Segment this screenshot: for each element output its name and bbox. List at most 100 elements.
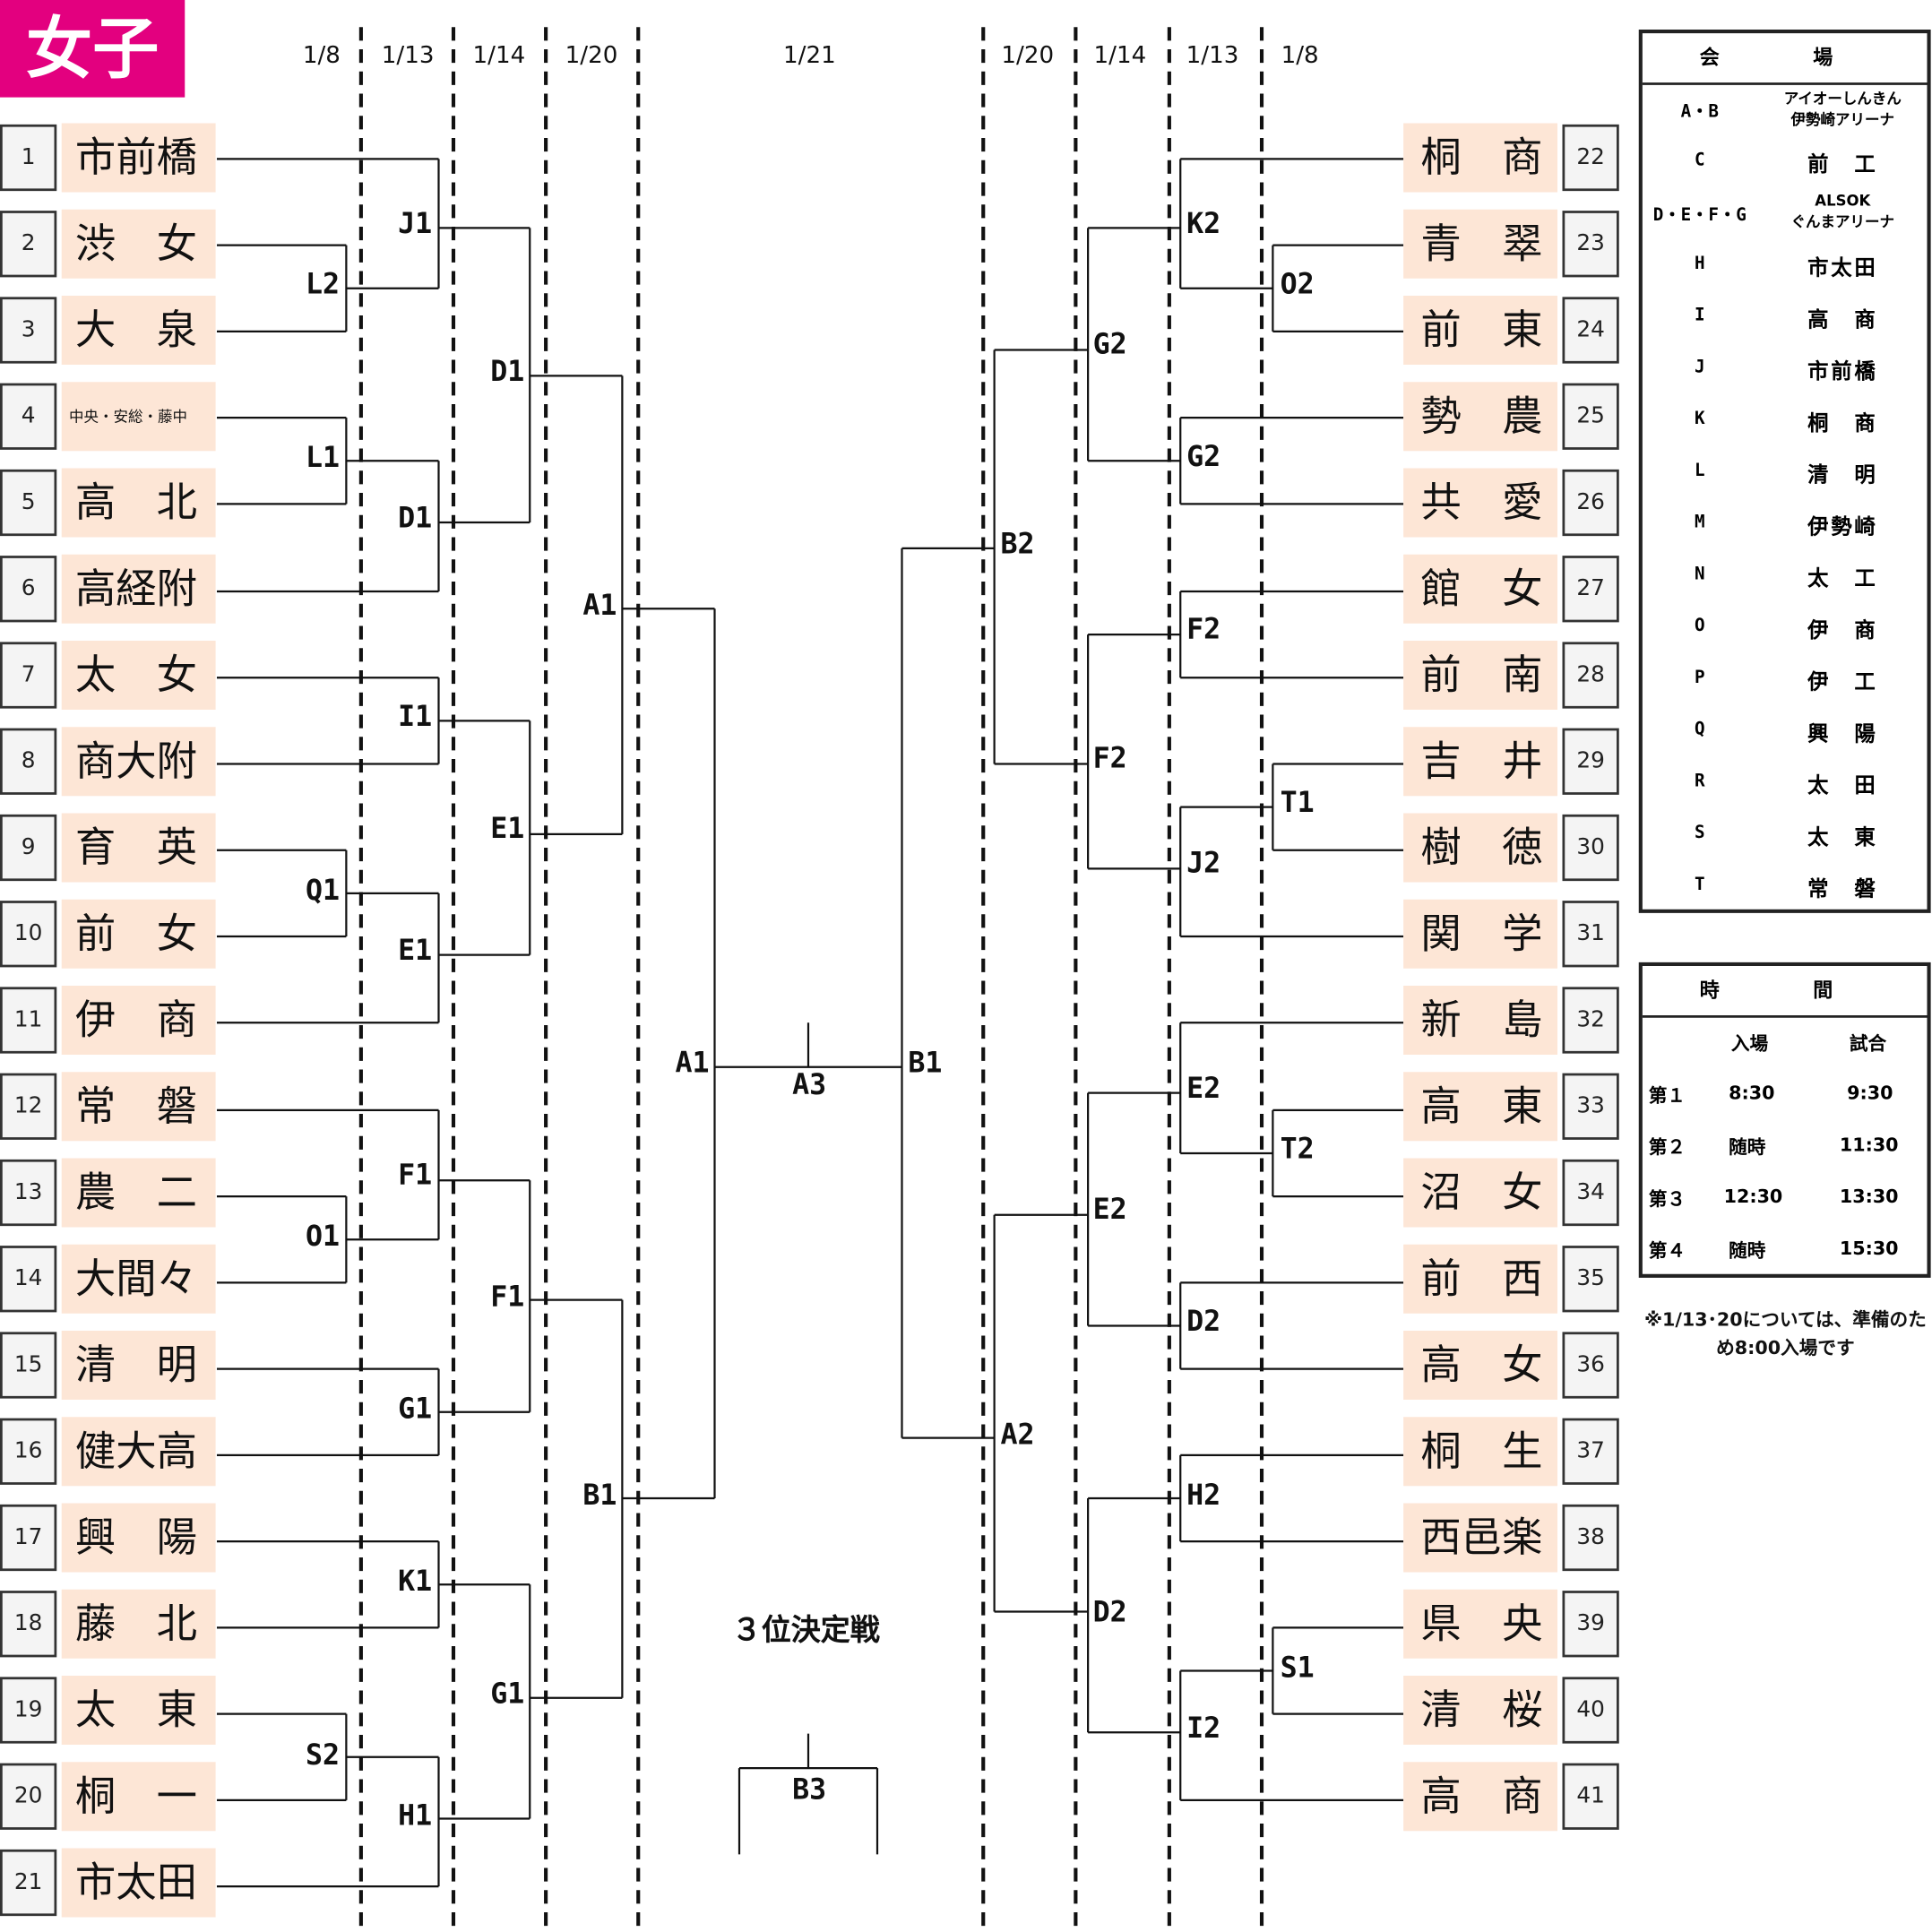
time-match: 9:30	[1847, 1082, 1893, 1104]
team-name: 沼 女	[1403, 1158, 1557, 1228]
match-label: E2	[1091, 1194, 1129, 1227]
team-name: 高 女	[1403, 1331, 1557, 1400]
team-number: 9	[0, 814, 57, 882]
team-number: 2	[0, 211, 57, 278]
team-number: 5	[0, 469, 57, 537]
team-number: 38	[1562, 1504, 1619, 1572]
time-entry: 随時	[1729, 1239, 1766, 1262]
venue-name: 太 工	[1807, 566, 1878, 592]
time-entry: 8:30	[1729, 1082, 1775, 1104]
note-text: ※1/13･20については、準備のため8:00入場です	[1643, 1308, 1927, 1359]
team-name: 高 商	[1403, 1762, 1557, 1832]
venue-name: 太 東	[1807, 825, 1878, 850]
team-name: 市太田	[61, 1848, 216, 1918]
match-label: K1	[396, 1565, 434, 1599]
time-col-entry: 入場	[1730, 1032, 1769, 1055]
team-name: 大間々	[61, 1244, 216, 1314]
match-label: G1	[488, 1678, 526, 1711]
match-label: D2	[1185, 1306, 1222, 1339]
team-number: 29	[1562, 728, 1619, 795]
venue-name: 清 明	[1807, 463, 1878, 488]
match-label: K2	[1185, 208, 1222, 241]
team-name: 中央・安総・藤中	[61, 382, 216, 452]
team-number: 33	[1562, 1073, 1619, 1140]
match-label: T1	[1279, 787, 1316, 820]
match-label: Q1	[304, 875, 341, 907]
team-name: 勢 農	[1403, 382, 1557, 452]
team-name: 樹 徳	[1403, 813, 1557, 883]
date-right-r2: 1/13	[1186, 41, 1239, 69]
time-header: 時 間	[1642, 966, 1928, 1018]
team-number: 40	[1562, 1677, 1619, 1744]
time-match: 11:30	[1839, 1134, 1899, 1156]
team-name: 前 南	[1403, 641, 1557, 710]
team-number: 23	[1562, 211, 1619, 278]
date-left-r3: 1/14	[472, 41, 526, 69]
venue-code: P	[1695, 668, 1705, 688]
team-name: 伊 商	[61, 986, 216, 1055]
team-name: 県 央	[1403, 1589, 1557, 1659]
team-name: 大 泉	[61, 296, 216, 365]
team-number: 36	[1562, 1332, 1619, 1399]
team-number: 14	[0, 1246, 57, 1313]
match-label: O1	[304, 1220, 341, 1254]
venue-code: L	[1695, 461, 1705, 481]
match-label: A1	[674, 1047, 711, 1080]
team-number: 11	[0, 987, 57, 1054]
team-number: 10	[0, 901, 57, 968]
team-name: 清 明	[61, 1331, 216, 1400]
venue-name: 興 陽	[1807, 721, 1878, 747]
time-entry: 随時	[1729, 1135, 1766, 1159]
match-label: O2	[1279, 268, 1316, 301]
date-right-r1: 1/8	[1281, 41, 1319, 69]
team-name: 吉 井	[1403, 727, 1557, 797]
match-label: E2	[1185, 1073, 1222, 1106]
team-number: 19	[0, 1677, 57, 1744]
match-label: J1	[396, 208, 434, 241]
venue-code: C	[1695, 150, 1705, 170]
team-number: 24	[1562, 297, 1619, 364]
date-right-r3: 1/14	[1093, 41, 1147, 69]
team-name: 桐 生	[1403, 1417, 1557, 1487]
team-number: 41	[1562, 1763, 1619, 1830]
match-label: G2	[1185, 441, 1222, 473]
date-left-r1: 1/8	[302, 41, 341, 69]
team-number: 12	[0, 1073, 57, 1140]
date-left-r2: 1/13	[381, 41, 435, 69]
team-number: 35	[1562, 1246, 1619, 1313]
team-name: 藤 北	[61, 1589, 216, 1659]
match-label: L1	[304, 442, 341, 475]
team-name: 青 翠	[1403, 209, 1557, 279]
team-name: 農 二	[61, 1158, 216, 1228]
team-name: 関 学	[1403, 899, 1557, 969]
venue-code: Q	[1695, 720, 1705, 739]
venue-code: O	[1695, 616, 1705, 636]
venue-code: J	[1695, 357, 1705, 377]
team-name: 商大附	[61, 727, 216, 797]
venue-code: K	[1695, 409, 1705, 429]
time-row-label: 第１	[1648, 1084, 1686, 1107]
match-label: G2	[1091, 329, 1129, 361]
match-label: A3	[790, 1069, 828, 1102]
match-label: S2	[304, 1739, 341, 1772]
date-right-r4: 1/20	[1001, 41, 1055, 69]
team-number: 20	[0, 1763, 57, 1830]
team-name: 高 東	[1403, 1072, 1557, 1142]
team-name: 渋 女	[61, 209, 216, 279]
team-name: 太 女	[61, 641, 216, 710]
team-number: 26	[1562, 469, 1619, 537]
venue-code: T	[1695, 875, 1705, 895]
venue-header: 会 場	[1642, 33, 1928, 85]
team-name: 清 桜	[1403, 1676, 1557, 1745]
venue-code: H	[1695, 254, 1705, 274]
team-number: 13	[0, 1159, 57, 1227]
team-name: 高 北	[61, 468, 216, 538]
team-number: 25	[1562, 383, 1619, 450]
match-label: E1	[488, 813, 526, 846]
time-row-label: 第４	[1648, 1239, 1686, 1262]
team-name: 新 島	[1403, 986, 1557, 1055]
team-number: 7	[0, 642, 57, 709]
team-number: 15	[0, 1332, 57, 1399]
team-name: 前 女	[61, 899, 216, 969]
